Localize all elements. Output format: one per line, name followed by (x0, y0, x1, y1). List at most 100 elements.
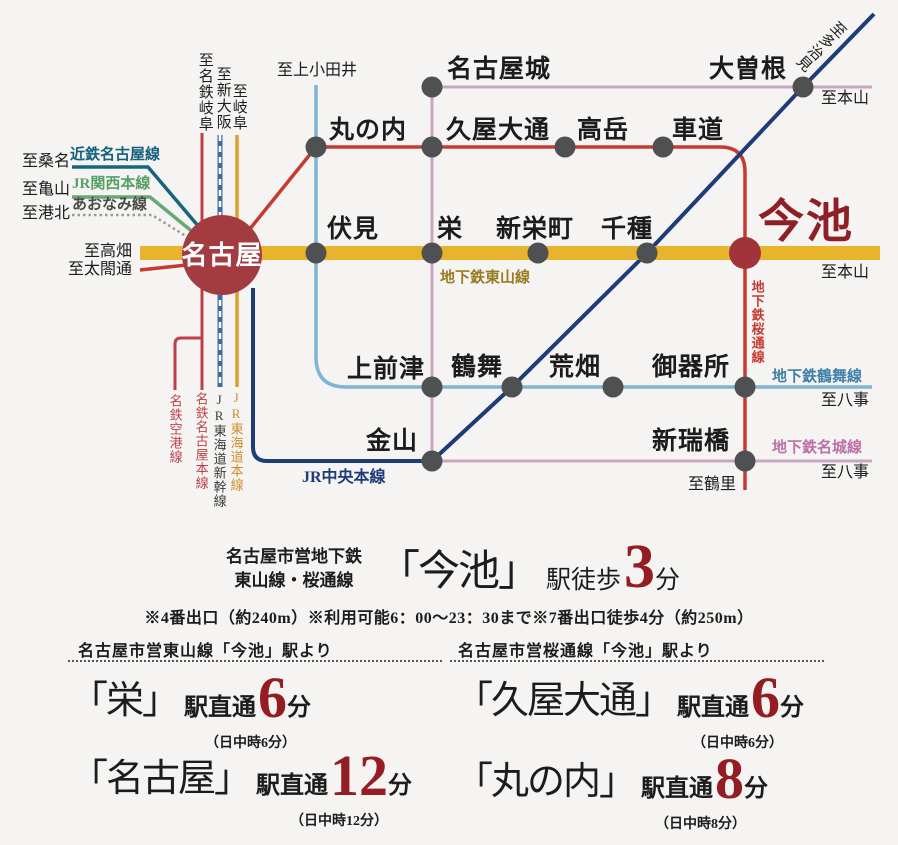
access-item-nagoya: 「名古屋」 駅直通 12 分 (70, 743, 413, 808)
line-label-kintetsu: 近鉄名古屋線 (70, 147, 161, 163)
access-minutes-unit: 分 (780, 695, 805, 722)
access-direct-label: 駅直通 (677, 695, 750, 722)
dir-label-meitetsu-gifu: 至名鉄岐阜 (196, 52, 213, 132)
line-label-chuo: JR中央本線 (302, 469, 386, 486)
station-label-hisayaodori: 久屋大通 (446, 117, 551, 144)
station-label-arahata: 荒畑 (549, 354, 602, 381)
title-station-name: 「今池」 (378, 548, 540, 595)
access-station: 「丸の内」 (455, 761, 637, 804)
access-direct-label: 駅直通 (184, 695, 257, 722)
column-divider-right (450, 660, 824, 662)
access-minutes: 6 (751, 665, 781, 730)
station-dot-chikusa (636, 242, 658, 264)
station-label-kurumamichi: 車道 (672, 117, 725, 144)
station-dot-kanayama (421, 450, 443, 472)
access-direct-label: 駅直通 (256, 773, 329, 800)
station-dot-aratamabashi (734, 450, 756, 472)
dir-label-yagoto-1: 至八事 (821, 392, 870, 409)
line-label-shinkansen: JR東海道新幹線 (211, 392, 227, 508)
access-daytime-note: （日中時8分） (655, 817, 746, 832)
dir-label-tsurusato: 至鶴里 (688, 476, 737, 493)
station-label-tsurumai: 鶴舞 (451, 354, 504, 381)
title-walk-label: 駅徒歩 (546, 566, 622, 594)
station-label-nagoya: 名古屋 (181, 241, 263, 270)
column-header-sakuradori: 名古屋市営桜通線「今池」駅より (458, 643, 713, 660)
station-dot-ozone (792, 76, 814, 98)
station-dot-fushimi (305, 242, 327, 264)
column-divider-left (68, 660, 442, 662)
line-label-aonami: あおなみ線 (72, 197, 148, 213)
nagoya-hub-circle (182, 215, 262, 295)
line-tsurumai (314, 85, 872, 389)
access-daytime-note: （日中時6分） (692, 736, 783, 751)
access-daytime-note: （日中時6分） (205, 736, 296, 751)
station-label-takaoka: 高岳 (577, 117, 630, 144)
access-minutes-unit: 分 (388, 773, 413, 800)
dir-label-takabata: 至高畑 (84, 243, 133, 260)
access-title: 名古屋市営地下鉄 東山線・桜通線 「今池」 駅徒歩 3 分 (226, 533, 681, 601)
access-daytime-note: （日中時12分） (290, 814, 388, 829)
line-label-tsurumai: 地下鉄鶴舞線 (772, 369, 863, 385)
dir-label-motoyama-mid: 至本山 (821, 264, 870, 281)
dir-label-shin-osaka: 至新大阪 (214, 66, 231, 130)
station-label-gokiso: 御器所 (652, 354, 731, 381)
station-dot-kurumamichi (652, 136, 674, 158)
line-label-meitetsu-airport: 名鉄空港線 (167, 394, 183, 464)
line-chuo (251, 12, 876, 463)
dir-label-motoyama-top: 至本山 (821, 90, 870, 107)
access-minutes-unit: 分 (287, 695, 312, 722)
station-dot-takaoka (554, 136, 576, 158)
dir-label-taikodori: 至太閤通 (68, 261, 133, 278)
dir-label-yagoto-2: 至八事 (821, 464, 870, 481)
station-dot-kamimaezu (421, 376, 443, 398)
station-label-fushimi: 伏見 (327, 216, 380, 243)
line-label-tokaido: JR東海道本線 (228, 390, 244, 492)
station-dots (182, 76, 814, 472)
station-label-ozone: 大曽根 (709, 56, 788, 83)
station-label-kanayama: 金山 (366, 428, 419, 455)
dir-label-kamiotai: 至上小田井 (277, 62, 358, 79)
access-direct-label: 駅直通 (641, 776, 714, 803)
station-dot-tsurumai (501, 376, 523, 398)
line-label-higashiyama: 地下鉄東山線 (440, 270, 531, 286)
line-sakuradori (139, 145, 747, 490)
access-item-hisayaodori: 「久屋大通」 駅直通 6 分 (455, 665, 805, 730)
dir-label-kuwana: 至桑名 (22, 153, 71, 170)
station-dot-shinsakaemachi (527, 242, 549, 264)
column-header-higashiyama: 名古屋市営東山線「今池」駅より (78, 643, 333, 660)
station-label-imaike: 今池 (758, 196, 854, 247)
access-station: 「久屋大通」 (455, 680, 673, 723)
station-dot-sakae (421, 242, 443, 264)
station-dot-hisayaodori (421, 136, 443, 158)
title-walk-minutes: 3 (624, 533, 656, 601)
station-label-chikusa: 千種 (601, 216, 654, 243)
access-minutes: 12 (330, 743, 389, 808)
operator-line1: 名古屋市営地下鉄 (226, 547, 362, 567)
station-dot-nagoyajo (421, 76, 443, 98)
access-station: 「名古屋」 (70, 758, 252, 801)
line-label-meitetsu-main: 名鉄名古屋本線 (193, 392, 209, 490)
line-meitetsu-airport-branch (173, 336, 202, 390)
line-label-meijo: 地下鉄名城線 (772, 440, 863, 456)
operator-line2: 東山線・桜通線 (234, 571, 354, 591)
access-item-marunouchi: 「丸の内」 駅直通 8 分 (455, 746, 768, 811)
operator-block: 名古屋市営地下鉄 東山線・桜通線 (226, 545, 362, 593)
exit-note: ※4番出口（約240m）※利用可能6：00～23：30まで※7番出口徒歩4分（約… (144, 610, 754, 627)
access-station: 「栄」 (70, 680, 180, 723)
line-label-kansai: JR関西本線 (72, 176, 151, 192)
dir-label-kameyama: 至亀山 (22, 181, 71, 198)
station-label-sakae: 栄 (437, 216, 464, 243)
title-minutes-unit: 分 (655, 566, 681, 594)
station-dot-marunouchi (305, 136, 327, 158)
station-dot-imaike (729, 237, 761, 269)
access-minutes: 8 (715, 746, 745, 811)
station-label-kamimaezu: 上前津 (347, 356, 426, 383)
station-dot-gokiso (734, 376, 756, 398)
route-map-canvas (72, 12, 880, 490)
station-label-shinsakaemachi: 新栄町 (496, 216, 575, 243)
station-label-aratamabashi: 新瑞橋 (652, 428, 731, 455)
line-label-sakuradori: 地下鉄桜通線 (749, 280, 765, 364)
access-minutes: 6 (258, 665, 288, 730)
dir-label-gifu: 至岐阜 (230, 83, 247, 131)
